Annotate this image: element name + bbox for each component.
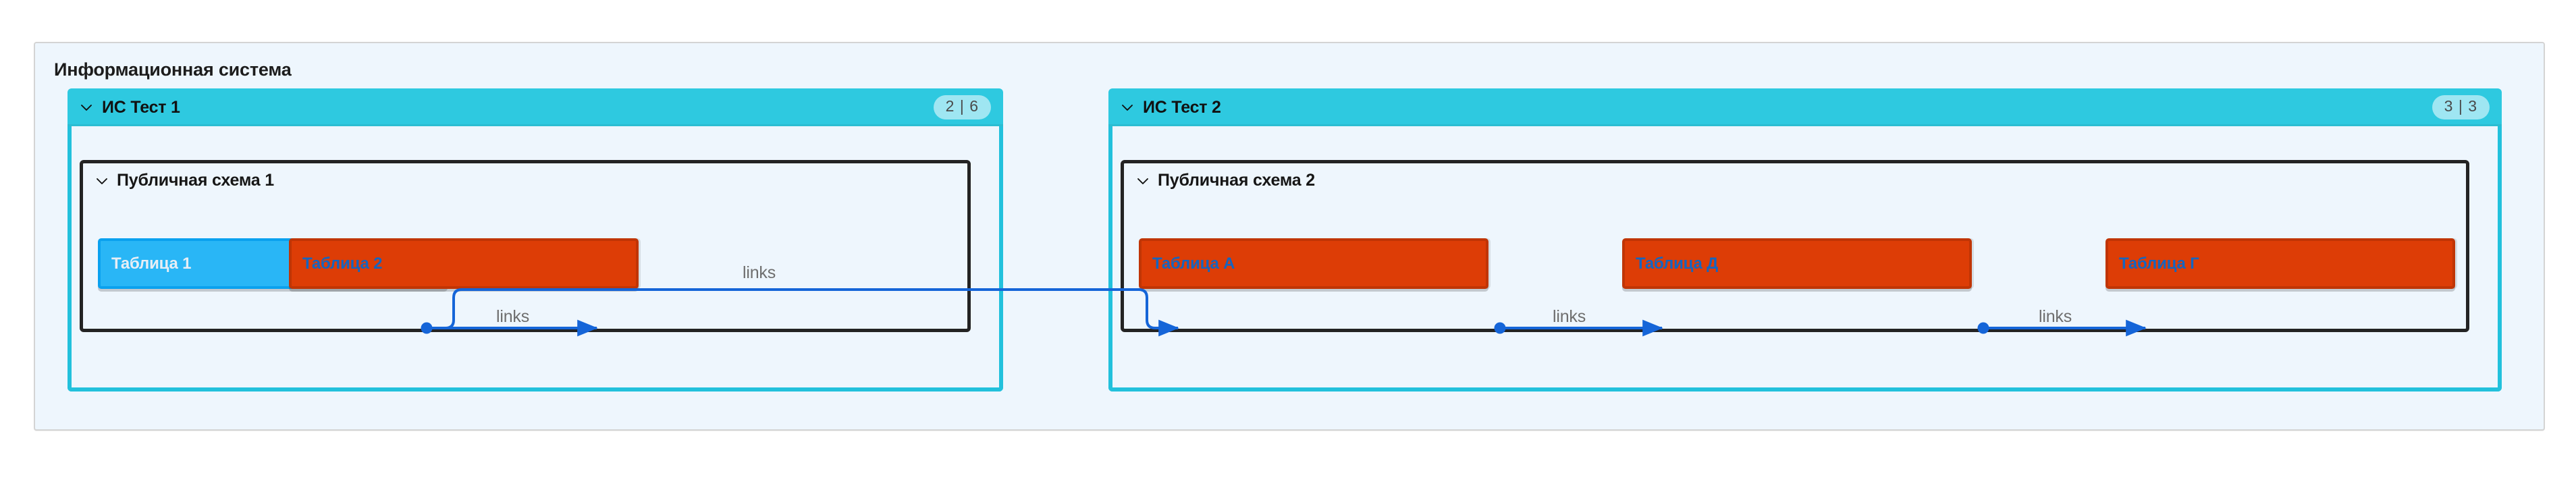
is-group-is-test-2[interactable]: ИС Тест 2 3 | 3 Публичная схема 2 Таблиц… [1108,88,2502,392]
edge-label-table-1-to-table-a: links [743,263,776,282]
is-group-header-left-1: ИС Тест 1 [78,98,180,117]
chevron-down-icon[interactable] [78,99,95,115]
schema-header-2[interactable]: Публичная схема 2 [1135,171,1315,190]
chevron-down-icon[interactable] [94,173,110,189]
edge-label-table-d-to-table-g: links [2039,307,2072,326]
schema-title-1: Публичная схема 1 [117,171,274,190]
table-label-table-g: Таблица Г [2119,254,2199,273]
chevron-down-icon[interactable] [1135,173,1151,189]
schema-box-public-schema-1[interactable]: Публичная схема 1 Таблица 1 Таблица 2 [80,160,971,332]
table-node-table-a[interactable]: Таблица А [1139,238,1488,289]
is-group-header-2[interactable]: ИС Тест 2 3 | 3 [1108,88,2502,126]
table-label-table-1: Таблица 1 [111,254,192,273]
table-node-table-d[interactable]: Таблица Д [1622,238,1972,289]
is-group-badge-1: 2 | 6 [933,95,991,119]
edge-label-table-1-to-table-2: links [496,307,530,326]
table-label-table-a: Таблица А [1152,254,1235,273]
table-node-table-g[interactable]: Таблица Г [2105,238,2455,289]
information-system-container: Информационная система ИС Тест 1 2 | 6 [34,42,2545,431]
edge-label-table-a-to-table-d: links [1553,307,1586,326]
table-label-table-2: Таблица 2 [302,254,383,273]
is-group-title-1: ИС Тест 1 [102,97,180,117]
system-title: Информационная система [54,59,292,80]
is-group-title-2: ИС Тест 2 [1143,97,1221,117]
schema-box-public-schema-2[interactable]: Публичная схема 2 Таблица А Таблица Д Та… [1121,160,2469,332]
is-group-header-left-2: ИС Тест 2 [1119,98,1221,117]
table-node-table-2[interactable]: Таблица 2 [289,238,639,289]
chevron-down-icon[interactable] [1119,99,1135,115]
is-group-header-1[interactable]: ИС Тест 1 2 | 6 [68,88,1003,126]
schema-title-2: Публичная схема 2 [1158,171,1315,190]
is-group-badge-2: 3 | 3 [2432,95,2490,119]
is-group-is-test-1[interactable]: ИС Тест 1 2 | 6 Публичная схема 1 Таблиц… [68,88,1003,392]
table-label-table-d: Таблица Д [1636,254,1718,273]
schema-header-1[interactable]: Публичная схема 1 [94,171,274,190]
